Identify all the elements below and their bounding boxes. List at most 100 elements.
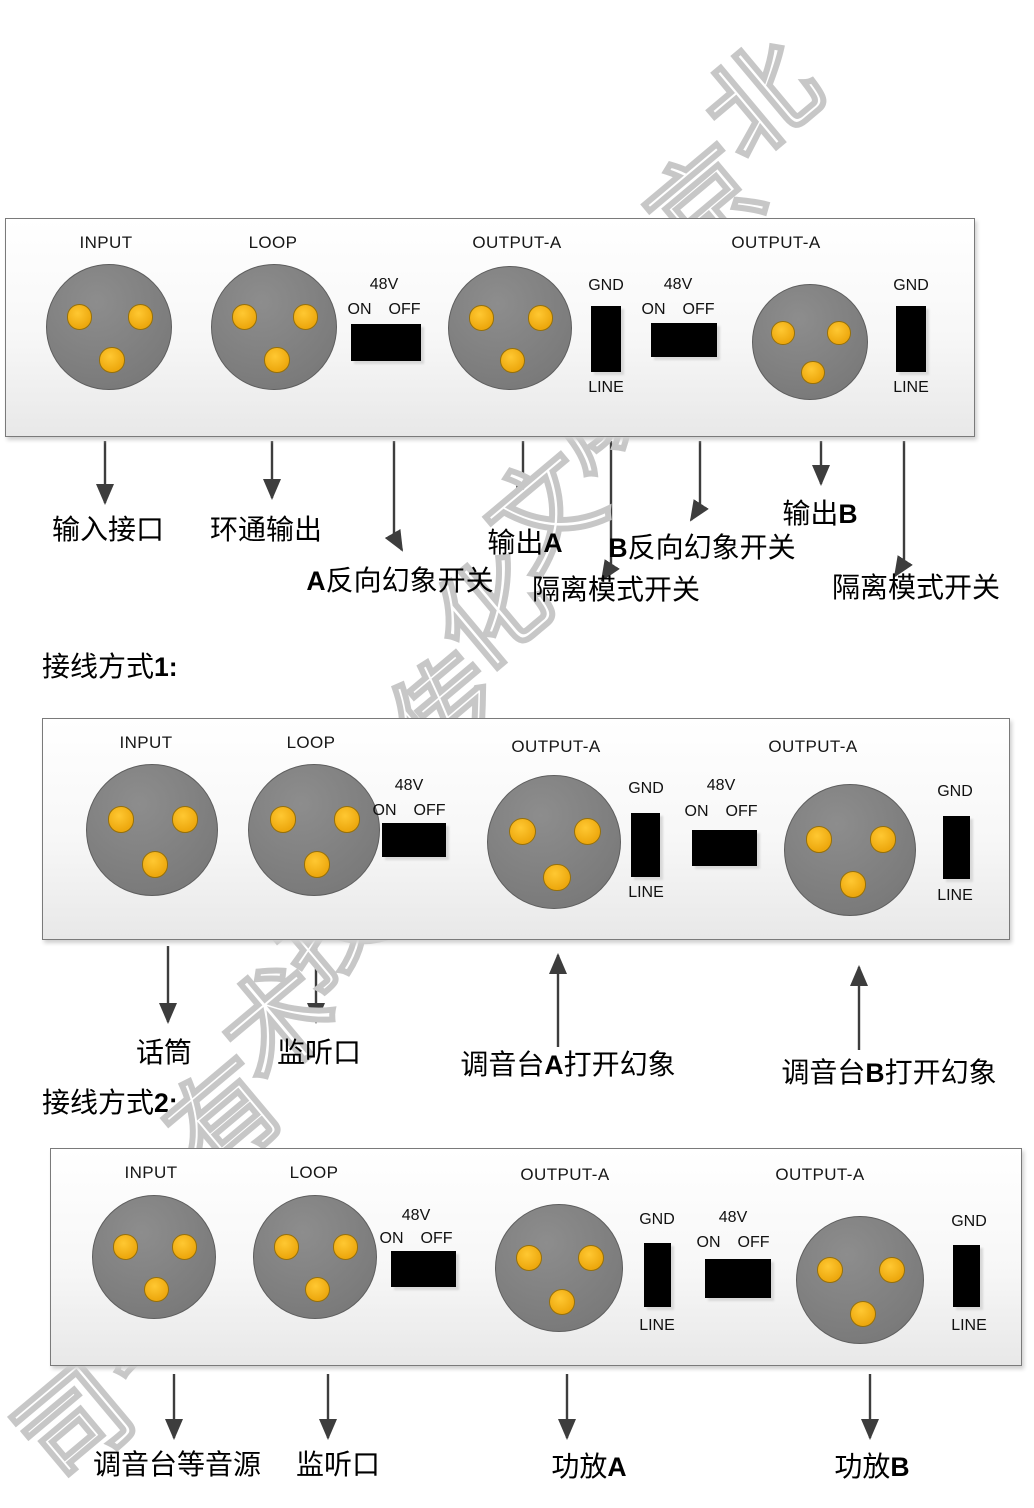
section-title-wiring-method-1: 接线方式1: xyxy=(42,652,178,683)
jack-label-output-a: OUTPUT-A xyxy=(520,1165,610,1184)
xlr-pin xyxy=(273,1234,299,1260)
jack-label-output-a: OUTPUT-A xyxy=(472,233,562,252)
annotation-arrow xyxy=(514,441,533,506)
annotation-label: 输入接口 xyxy=(51,515,165,546)
xlr-pin xyxy=(827,320,851,345)
xlr-pin xyxy=(509,817,537,845)
phantom-48v-switch xyxy=(705,1259,771,1298)
line-label: LINE xyxy=(639,1317,675,1334)
on-label: ON xyxy=(684,803,709,820)
latin-run: 1: xyxy=(154,652,178,682)
xlr-jack-output-a xyxy=(796,1216,924,1344)
on-label: ON xyxy=(641,301,666,318)
xlr-jack-output-a xyxy=(752,284,868,400)
jack-label-loop: LOOP xyxy=(248,233,298,252)
xlr-pin xyxy=(839,871,867,899)
annotation-label: 调音台等音源 xyxy=(92,1450,262,1481)
annotation-label: 功放A xyxy=(551,1452,627,1483)
phantom-48v-switch xyxy=(351,324,421,361)
jack-label-input: INPUT xyxy=(124,1163,178,1182)
phantom-on-off-label: ON OFF xyxy=(642,301,715,319)
xlr-pin xyxy=(303,851,331,879)
latin-run: A xyxy=(306,566,326,596)
latin-run: A xyxy=(607,1452,627,1482)
xlr-jack-output-a xyxy=(495,1204,623,1332)
xlr-pin xyxy=(817,1256,844,1283)
phantom-48v-switch xyxy=(391,1251,456,1287)
xlr-pin xyxy=(171,805,199,833)
annotation-label: 隔离模式开关 xyxy=(831,573,1001,604)
xlr-pin xyxy=(333,805,361,833)
off-label: OFF xyxy=(682,301,715,318)
phantom-48v-switch xyxy=(651,323,717,357)
ground-lift-switch xyxy=(631,813,660,877)
ground-label: GND xyxy=(951,1213,987,1230)
xlr-jack-input xyxy=(92,1195,216,1319)
xlr-jack-output-a xyxy=(487,775,621,909)
annotation-label: B反向幻象开关 xyxy=(608,533,796,564)
annotation-arrow xyxy=(689,441,709,522)
ground-lift-switch xyxy=(591,306,621,372)
ground-label: GND xyxy=(628,780,664,797)
jack-label-loop: LOOP xyxy=(286,733,336,752)
annotation-arrow xyxy=(893,441,913,578)
off-label: OFF xyxy=(737,1234,770,1251)
ground-label: GND xyxy=(937,783,973,800)
jack-label-input: INPUT xyxy=(119,733,173,752)
xlr-pin xyxy=(292,304,319,330)
annotation-label: 功放B xyxy=(834,1452,910,1483)
annotation-label: 隔离模式开关 xyxy=(531,575,701,606)
jack-label-output-a: OUTPUT-A xyxy=(731,233,821,252)
latin-run: B xyxy=(608,533,628,563)
latin-run: B xyxy=(838,499,858,529)
jack-label-input: INPUT xyxy=(79,233,133,252)
xlr-pin xyxy=(528,305,554,331)
xlr-pin xyxy=(333,1234,359,1260)
xlr-pin xyxy=(516,1244,543,1271)
xlr-pin xyxy=(468,305,494,331)
ground-lift-switch xyxy=(953,1245,980,1307)
line-label: LINE xyxy=(628,884,664,901)
phantom-voltage-label: 48V xyxy=(706,777,736,794)
latin-run: A xyxy=(543,528,563,558)
annotation-label: 环通输出 xyxy=(209,515,323,546)
xlr-jack-output-a xyxy=(784,784,916,916)
annotation-arrow xyxy=(384,441,404,552)
phantom-48v-switch xyxy=(692,830,757,866)
phantom-48v-switch xyxy=(382,823,446,857)
xlr-jack-loop xyxy=(253,1195,377,1319)
xlr-pin xyxy=(573,817,601,845)
off-label: OFF xyxy=(413,802,446,819)
xlr-pin xyxy=(500,348,526,374)
ground-lift-switch xyxy=(943,816,970,879)
ground-label: GND xyxy=(588,277,624,294)
phantom-voltage-label: 48V xyxy=(394,777,424,794)
xlr-pin xyxy=(548,1288,575,1315)
xlr-jack-input xyxy=(46,264,172,390)
xlr-jack-loop xyxy=(211,264,337,390)
jack-label-output-a: OUTPUT-A xyxy=(511,737,601,756)
xlr-pin xyxy=(112,1234,138,1260)
ground-lift-switch xyxy=(644,1243,671,1307)
off-label: OFF xyxy=(420,1230,453,1247)
line-label: LINE xyxy=(588,379,624,396)
section-title-wiring-method-2: 接线方式2: xyxy=(42,1088,178,1119)
line-label: LINE xyxy=(893,379,929,396)
xlr-pin xyxy=(231,304,258,330)
xlr-pin xyxy=(264,347,290,373)
xlr-pin xyxy=(305,1277,331,1303)
xlr-pin xyxy=(269,805,297,833)
ground-label: GND xyxy=(639,1211,675,1228)
ground-lift-switch xyxy=(896,306,926,372)
xlr-pin xyxy=(99,347,125,373)
xlr-pin xyxy=(878,1256,905,1283)
xlr-pin xyxy=(849,1300,876,1327)
xlr-pin xyxy=(144,1277,170,1303)
